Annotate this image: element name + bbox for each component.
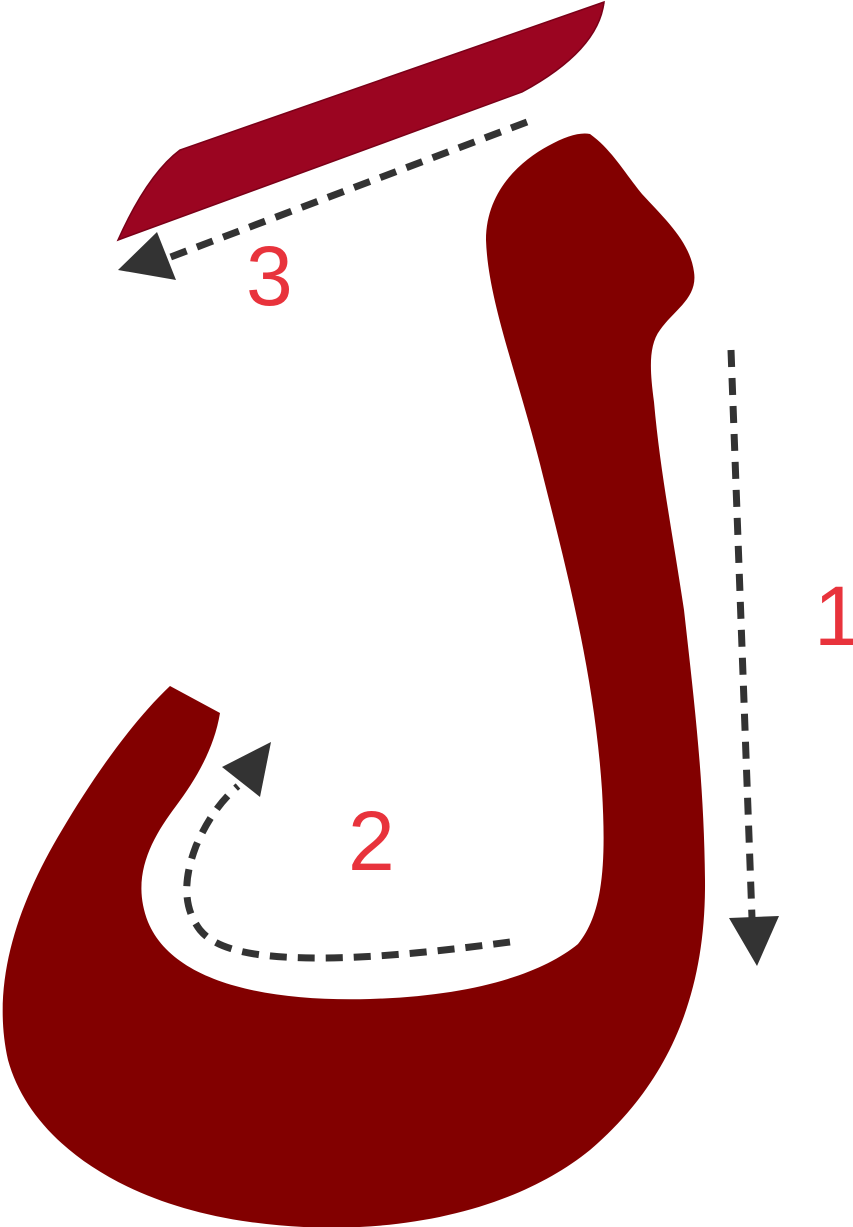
stroke-1-arrow xyxy=(727,349,779,966)
stroke-1-label: 1 xyxy=(814,569,853,663)
letter-main-body xyxy=(2,133,706,1227)
stroke-3-dashed-line xyxy=(166,118,529,262)
stroke-3-label: 3 xyxy=(246,229,293,323)
stroke-3-arrow xyxy=(118,118,529,280)
stroke-3-arrowhead xyxy=(118,232,176,280)
letter-top-bar-body xyxy=(116,0,605,242)
stroke-1-arrowhead xyxy=(729,916,779,966)
stroke-2-arrowhead xyxy=(222,742,271,797)
stroke-2-arrow xyxy=(183,742,511,962)
stroke-1-dashed-line xyxy=(727,349,756,919)
stroke-2-label: 2 xyxy=(348,794,395,888)
